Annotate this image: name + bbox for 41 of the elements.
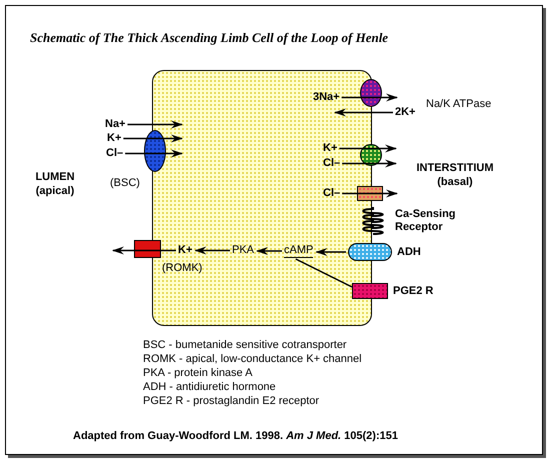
citation: Adapted from Guay-Woodford LM. 1998. Am J Med. 105(2):151 [73,430,398,442]
arrow [128,120,183,128]
ion-label: K+ [107,132,122,145]
connector-line [295,258,352,288]
arrow [315,248,346,256]
abbreviation-note: ROMK - apical, low-conductance K+ channel [143,352,362,366]
arrow [123,134,183,142]
region-label: LUMEN (apical) [34,170,76,198]
ion-label: PKA [232,244,254,257]
protein-label: (BSC) [110,177,140,190]
protein-label: Ca-Sensing Receptor [395,208,457,234]
protein-label: ADH [397,246,421,259]
ion-label: Cl– [323,157,340,170]
abbreviation-note: ADH - antidiuretic hormone [143,380,276,394]
ion-label: Cl– [323,187,340,200]
abbreviation-note: PGE2 R - prostaglandin E2 receptor [143,394,320,408]
transporter-label: Na/K ATPase [426,97,492,111]
arrow [342,94,398,102]
ion-label: cAMP [284,244,314,258]
ion-label: 3Na+ [313,91,340,104]
arrow [334,108,393,116]
arrow [112,246,176,254]
ion-label: K+ [323,142,338,155]
diagram-title: Schematic of The Thick Ascending Limb Cell of the Loop of Henle [30,30,388,46]
protein-label: (ROMK) [162,262,202,275]
protein-label: PGE2 R [393,285,434,298]
arrow [194,246,230,254]
ion-label: Cl– [106,147,124,160]
membrane-transporter-box [352,283,388,299]
arrow [125,150,183,158]
abbreviation-note: BSC - bumetanide sensitive cotransporter [143,338,347,352]
ion-label: K+ [178,244,192,257]
abbreviation-note: PKA - protein kinase A [143,366,252,380]
ion-label: Na+ [105,118,126,131]
receptor-capsule [348,243,392,261]
cell-body [152,70,372,326]
arrow [256,247,282,255]
region-label: INTERSTITIUM (basal) [416,161,494,189]
arrow [342,160,397,168]
ion-label: 2K+ [395,106,416,119]
arrow [339,144,397,152]
